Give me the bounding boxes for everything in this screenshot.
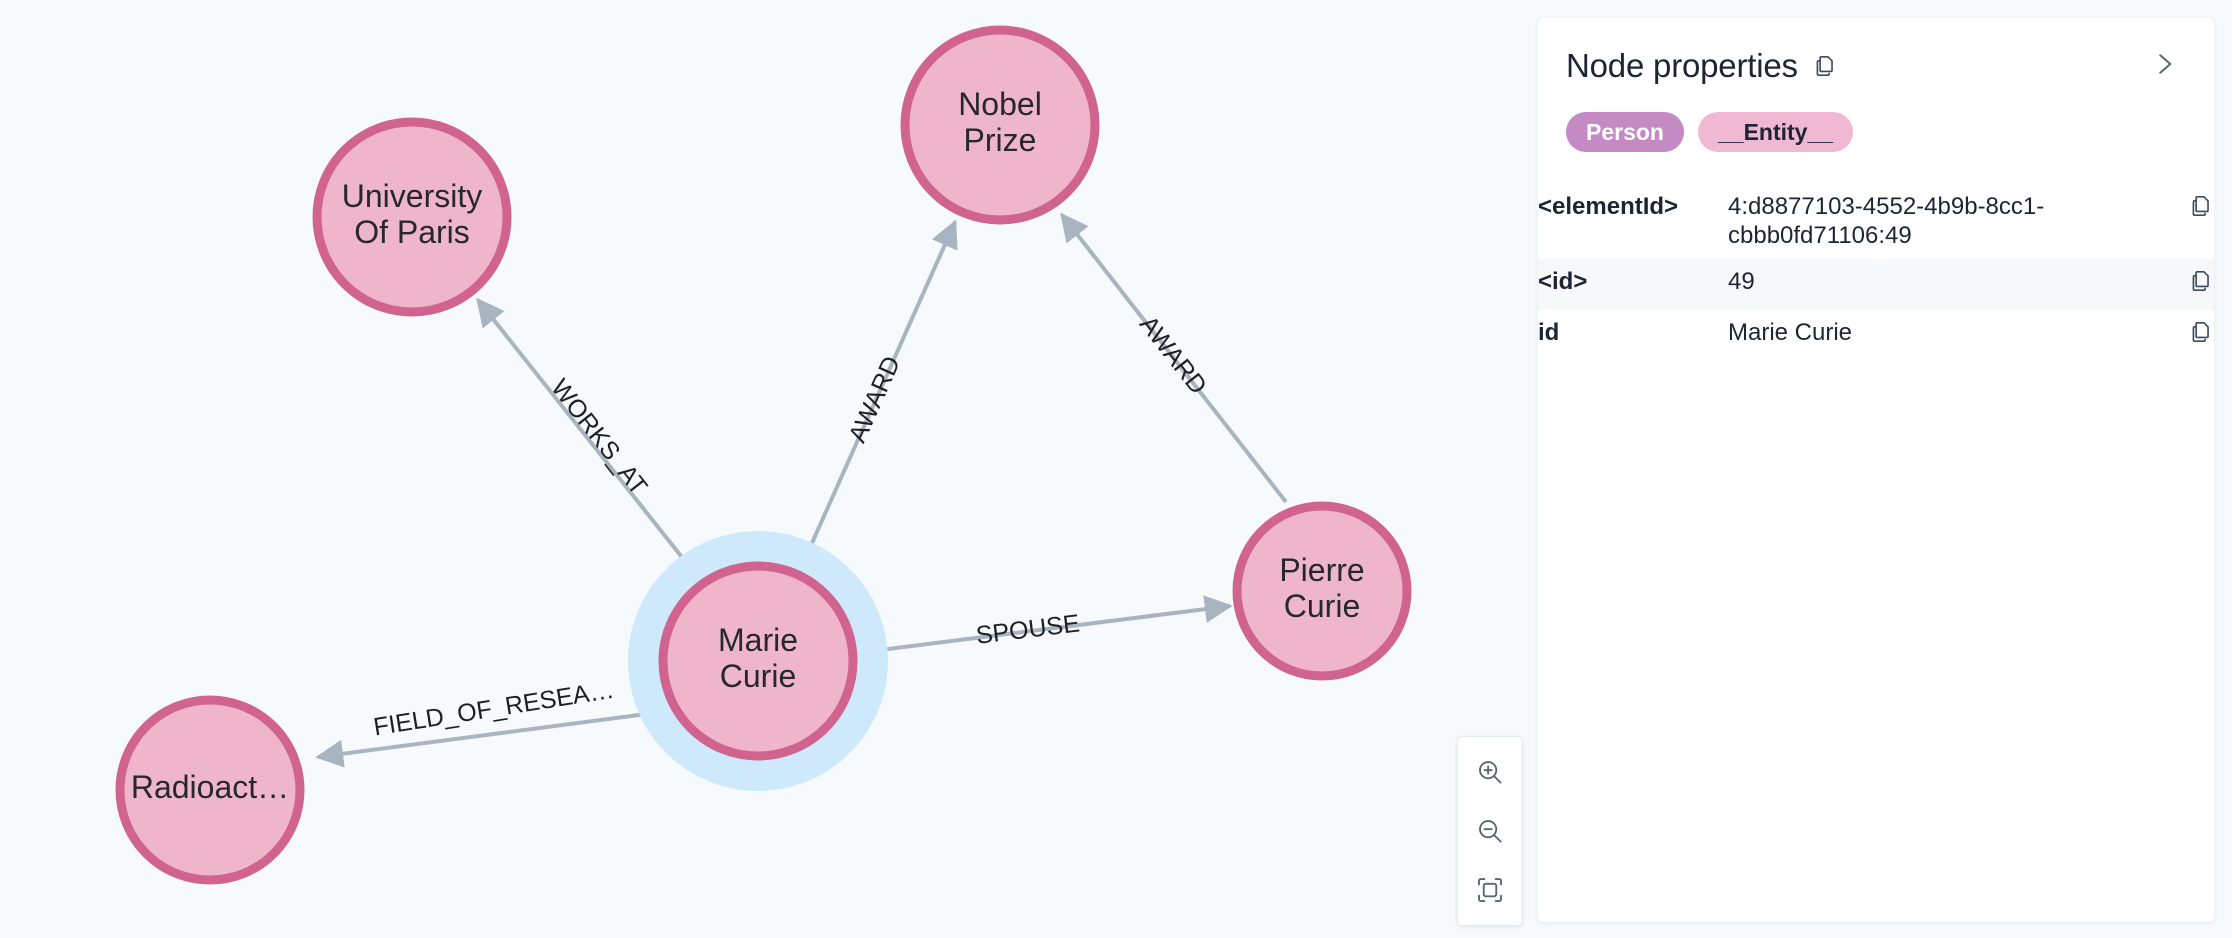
graph-edge-spouse[interactable] [871,595,1233,653]
copy-icon[interactable] [2188,193,2214,219]
node-properties-panel: Node properties Person __Entity__ <elemen… [1538,18,2214,922]
property-key: <id> [1538,268,1588,296]
graph-node-radioactivity[interactable]: Radioact… [115,695,305,885]
node-circle [658,561,858,761]
node-circle [115,695,305,885]
property-value: 49 [1728,268,1755,296]
property-value: Marie Curie [1728,319,1853,347]
property-copy-cell [2154,184,2214,259]
panel-header: Node properties [1538,18,2214,88]
edge-label-award-pierre: AWARD [1134,311,1212,400]
zoom-out-button[interactable] [1467,808,1513,854]
property-value: 4:d8877103-4552-4b9b-8cc1-cbbb0fd71106:4… [1728,193,2045,249]
property-copy-cell [2154,259,2214,310]
zoom-in-button[interactable] [1467,749,1513,795]
zoom-out-icon [1475,816,1505,846]
edge-label-field-of-research: FIELD_OF_RESEA… [372,676,617,742]
node-label-chip-0[interactable]: Person [1566,112,1684,153]
graph-edge-award-pierre[interactable] [1060,212,1288,504]
node-label: Radioact… [131,769,289,805]
copy-icon[interactable] [2188,319,2214,345]
property-key: id [1538,319,1560,347]
property-copy-cell [2154,310,2214,361]
chevron-right-icon [2149,49,2179,84]
fit-to-screen-button[interactable] [1467,867,1513,913]
edges-layer [315,212,1288,768]
edge-label-spouse: SPOUSE [974,609,1081,649]
property-row: id Marie Curie [1538,310,2214,361]
copy-icon[interactable] [2188,268,2214,294]
property-key: <elementId> [1538,193,1679,221]
edge-label-works-at: WORKS_AT [545,374,652,500]
panel-title: Node properties [1566,47,1798,84]
node-circle [900,25,1100,225]
zoom-controls [1457,736,1523,926]
node-circle [312,117,512,317]
node-circle [1232,501,1412,681]
copy-icon[interactable] [1812,53,1838,79]
graph-edge-field-of-research[interactable] [315,710,663,768]
graph-edge-works-at[interactable] [476,297,702,582]
collapse-panel-button[interactable] [2142,44,2186,88]
node-labels-list: Person __Entity__ [1538,88,2214,153]
property-row: <elementId> 4:d8877103-4552-4b9b-8cc1-cbb… [1538,184,2214,259]
fit-to-screen-icon [1475,875,1505,905]
edge-label-award-marie: AWARD [843,352,906,447]
property-row: <id> 49 [1538,259,2214,311]
node-label-chip-1[interactable]: __Entity__ [1697,112,1854,153]
zoom-in-icon [1475,757,1505,787]
graph-edge-award-marie[interactable] [798,219,958,571]
node-properties-table: <elementId> 4:d8877103-4552-4b9b-8cc1-cbb… [1538,184,2214,361]
